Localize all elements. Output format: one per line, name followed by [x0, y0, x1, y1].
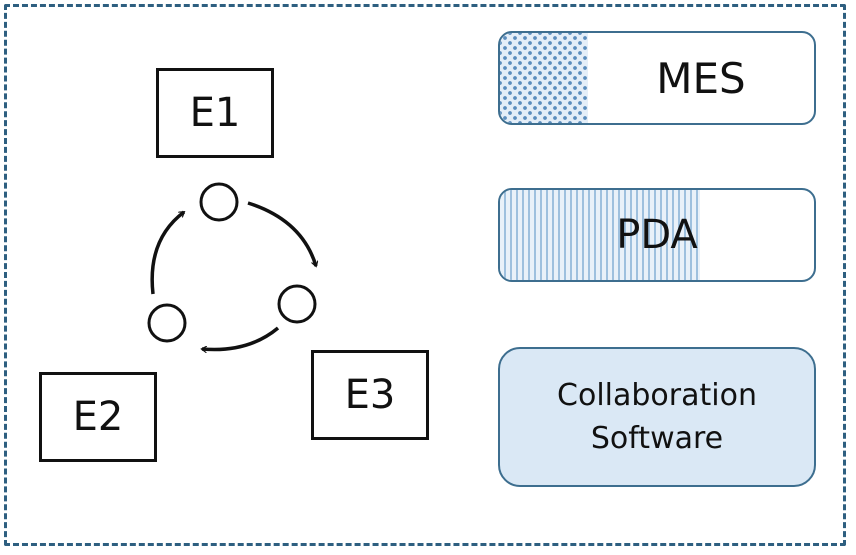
collaboration-software-box: Collaboration Software: [498, 347, 816, 487]
mes-system-box: MES: [498, 31, 816, 125]
entity-e1-label: E1: [189, 90, 241, 136]
cycle-arrow-top-to-right: [247, 201, 316, 266]
collaboration-software-label: Collaboration Software: [500, 349, 814, 485]
cycle-node-top: [199, 182, 239, 222]
entity-e3-box: E3: [311, 350, 429, 440]
entity-e1-box: E1: [156, 68, 274, 158]
collaboration-label-line2: Software: [590, 421, 724, 456]
dashed-frame: [4, 4, 846, 546]
collaboration-label-line1: Collaboration: [557, 377, 757, 413]
mes-dotted-pattern: [500, 33, 588, 123]
entity-e2-box: E2: [39, 372, 157, 462]
cycle-arrow-left-to-top: [150, 210, 184, 295]
pda-striped-pattern: [500, 190, 700, 280]
cycle-diagram: [147, 182, 340, 380]
entity-e2-label: E2: [72, 394, 124, 440]
cycle-node-right: [277, 284, 317, 324]
mes-label: MES: [656, 53, 746, 103]
cycle-arrow-right-to-left: [202, 326, 280, 350]
pda-system-box: PDA: [498, 188, 816, 282]
entity-e3-label: E3: [344, 372, 396, 418]
pda-label: PDA: [616, 212, 698, 258]
cycle-node-left: [147, 303, 187, 343]
